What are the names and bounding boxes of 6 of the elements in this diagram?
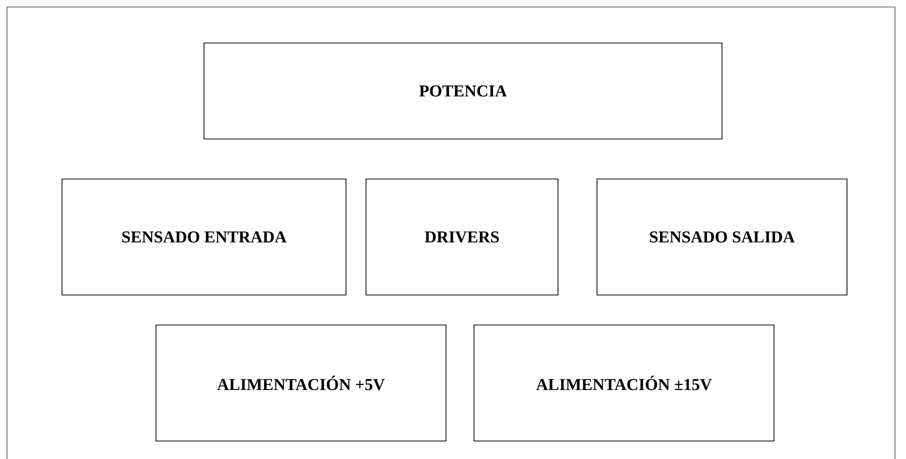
block-box: DRIVERS [366, 178, 558, 296]
block-box: ALIMENTACIÓN ±15V [474, 324, 774, 442]
block-box: SENSADO SALIDA [596, 178, 848, 296]
block-box: POTENCIA [204, 42, 722, 140]
block-box: ALIMENTACIÓN +5V [156, 324, 446, 442]
block-box: SENSADO ENTRADA [62, 178, 346, 296]
